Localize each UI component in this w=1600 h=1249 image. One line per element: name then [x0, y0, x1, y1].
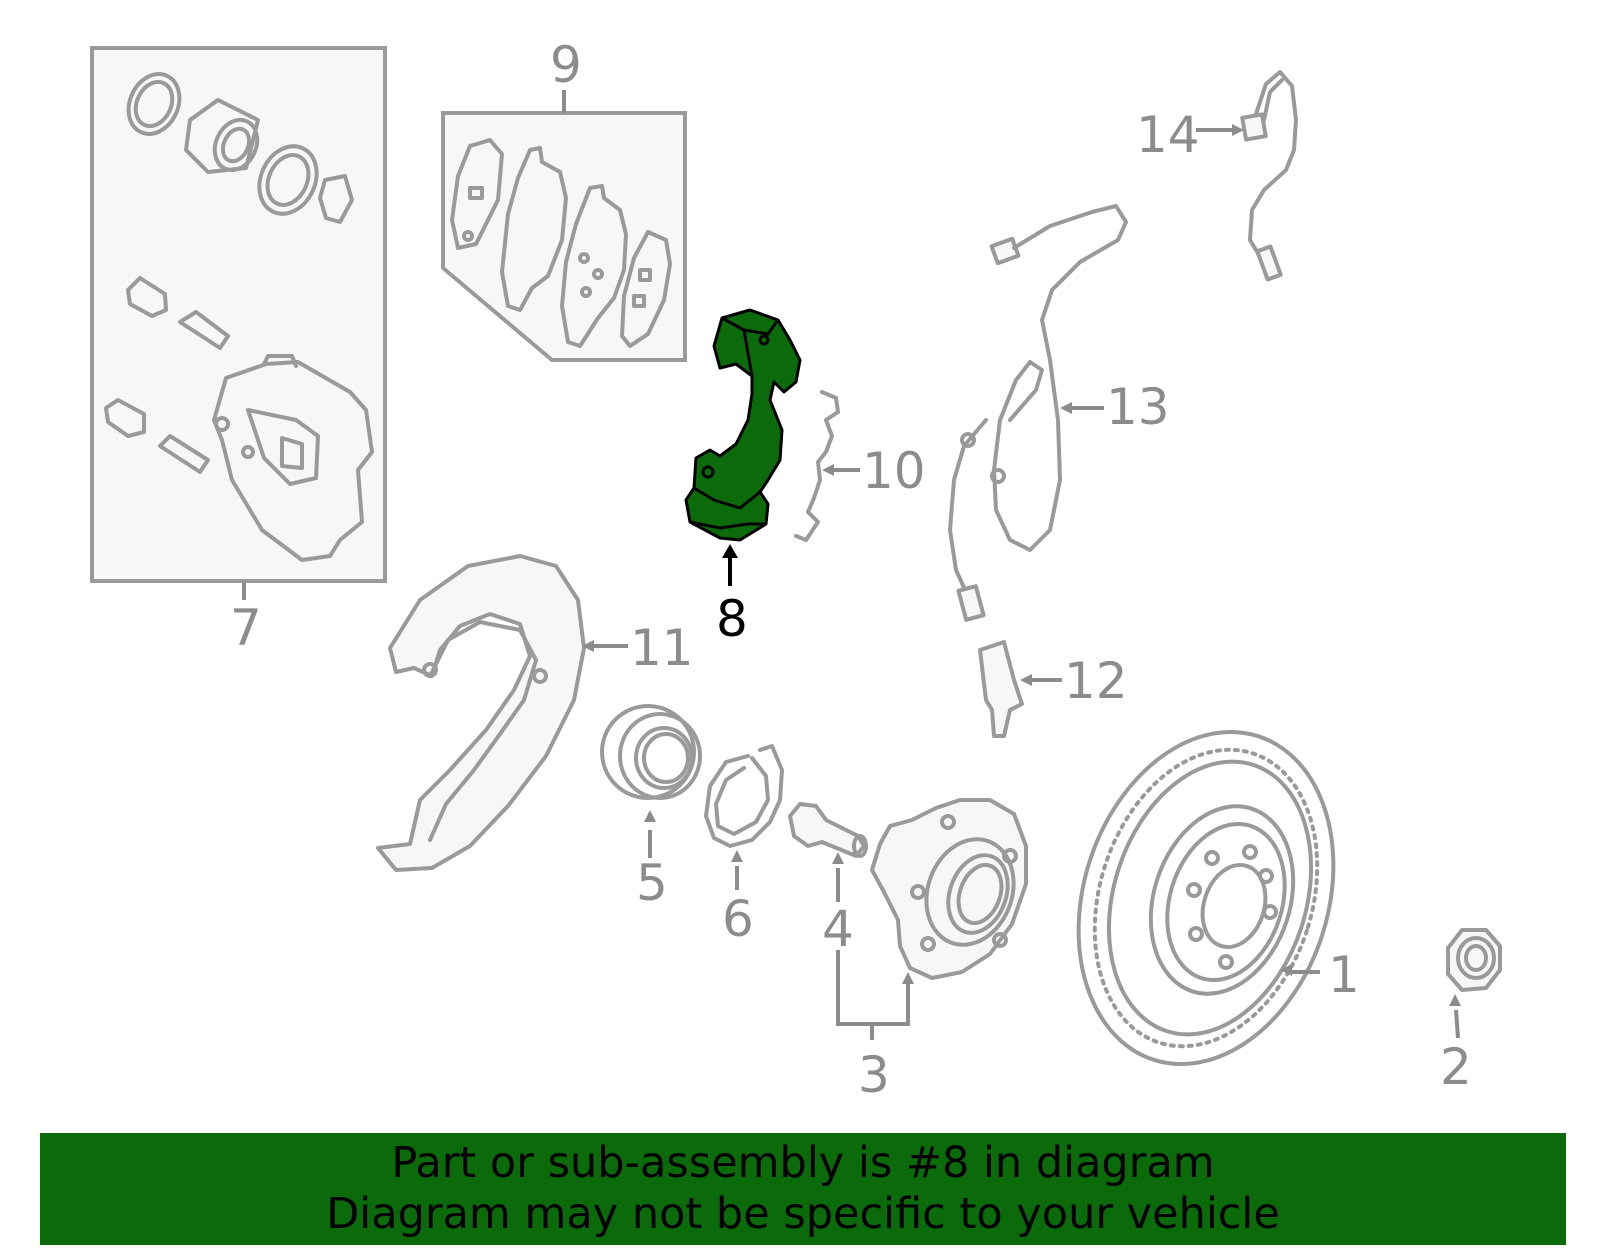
banner-line-1: Part or sub-assembly is #8 in diagram — [391, 1138, 1215, 1188]
dust-shield-item-11: 11 — [376, 554, 694, 872]
info-banner: Part or sub-assembly is #8 in diagram Di… — [40, 1133, 1566, 1245]
wheel-bearing-item-5: 5 — [600, 704, 702, 912]
brake-rotor-item-1: 1 — [1076, 729, 1360, 1067]
caliper-kit-group: 7 — [90, 46, 387, 657]
callout-14: 14 — [1136, 106, 1200, 164]
callout-3: 3 — [858, 1046, 890, 1104]
speed-sensor-item-12: 12 — [948, 418, 1128, 738]
callout-11: 11 — [630, 619, 694, 677]
wear-sensor-item-14: 14 — [1136, 70, 1298, 282]
callout-5: 5 — [636, 854, 668, 912]
callout-8: 8 — [716, 590, 748, 648]
snap-ring-item-6: 6 — [704, 744, 784, 948]
hub-bolt-item-4: 4 — [788, 802, 868, 958]
callout-7: 7 — [230, 599, 262, 657]
wheel-speed-harness-item-13: 13 — [989, 204, 1170, 552]
callout-13: 13 — [1106, 378, 1170, 436]
callout-6: 6 — [722, 890, 754, 948]
wheel-hub-item-3: 3 — [836, 798, 1028, 1104]
caliper-bracket-item-8: 8 — [684, 308, 802, 648]
callout-10: 10 — [862, 442, 926, 500]
callout-2: 2 — [1440, 1038, 1472, 1096]
brake-pad-group: 9 — [441, 36, 687, 362]
anti-rattle-spring-item-10: 10 — [794, 390, 926, 542]
callout-9: 9 — [550, 36, 582, 94]
callout-4: 4 — [822, 900, 854, 958]
banner-line-2: Diagram may not be specific to your vehi… — [326, 1189, 1280, 1239]
callout-12: 12 — [1064, 652, 1128, 710]
hub-nut-item-2: 2 — [1440, 928, 1502, 1096]
callout-1: 1 — [1328, 946, 1360, 1004]
